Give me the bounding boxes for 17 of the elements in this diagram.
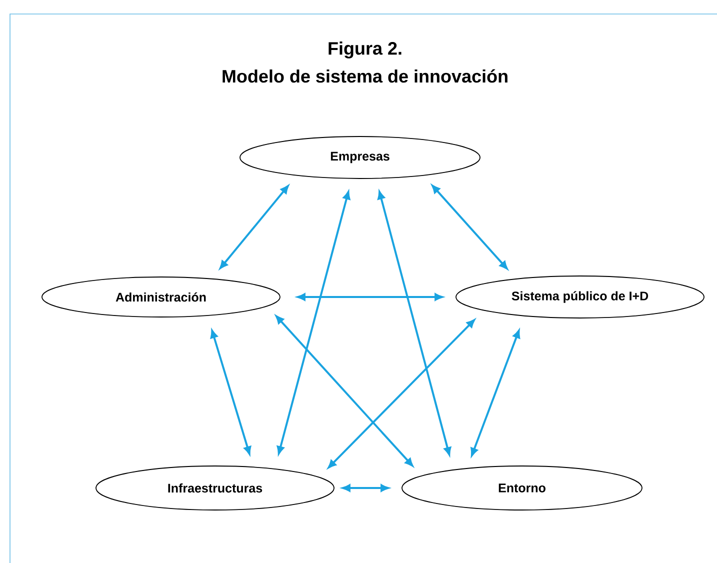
double-arrow [220,185,289,269]
double-arrow [432,185,508,270]
double-arrow [297,293,443,301]
figure-title: Figura 2. [328,42,402,58]
double-arrow [470,330,520,456]
figure-subtitle: Modelo de sistema de innovación [222,69,508,83]
double-arrow [276,191,350,454]
ellipse-node: Infraestructuras [96,466,334,510]
double-arrow [328,319,475,468]
ellipse-node: Empresas [240,136,480,179]
double-arrow [276,316,414,466]
double-arrow [378,191,452,456]
ellipse-node: Administración [42,276,280,318]
ellipse-node: Entorno [402,466,642,510]
ellipse-node: Sistema público de I+D [456,276,704,318]
double-arrow [342,484,389,492]
double-arrow [210,330,252,455]
